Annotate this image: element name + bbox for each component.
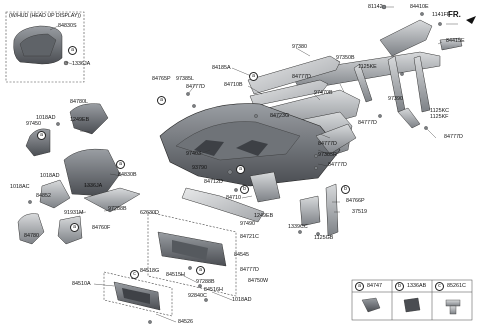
fasteners xyxy=(28,4,442,324)
lower-pad-box xyxy=(147,211,237,297)
front-direction-arrow xyxy=(466,16,476,24)
left-cluster-part xyxy=(25,103,109,157)
upper-duct-part xyxy=(247,55,341,107)
hud-option-box xyxy=(5,11,85,83)
center-garnish-part xyxy=(181,171,281,223)
legend-icons xyxy=(361,297,461,315)
crash-pad-main-part xyxy=(159,103,341,187)
leader-lines xyxy=(49,6,458,323)
side-cover-right-part xyxy=(299,183,339,237)
cowl-crossbar-part xyxy=(289,19,463,129)
lower-left-panel-part xyxy=(17,187,141,245)
glove-box-box xyxy=(103,271,173,317)
glove-box-part xyxy=(113,281,161,311)
hud-cover-part xyxy=(13,25,69,66)
cluster-fascia-part xyxy=(39,148,121,209)
legend-table xyxy=(351,279,473,321)
right-vent-part xyxy=(315,123,357,155)
lower-crash-pad-part xyxy=(157,231,227,267)
